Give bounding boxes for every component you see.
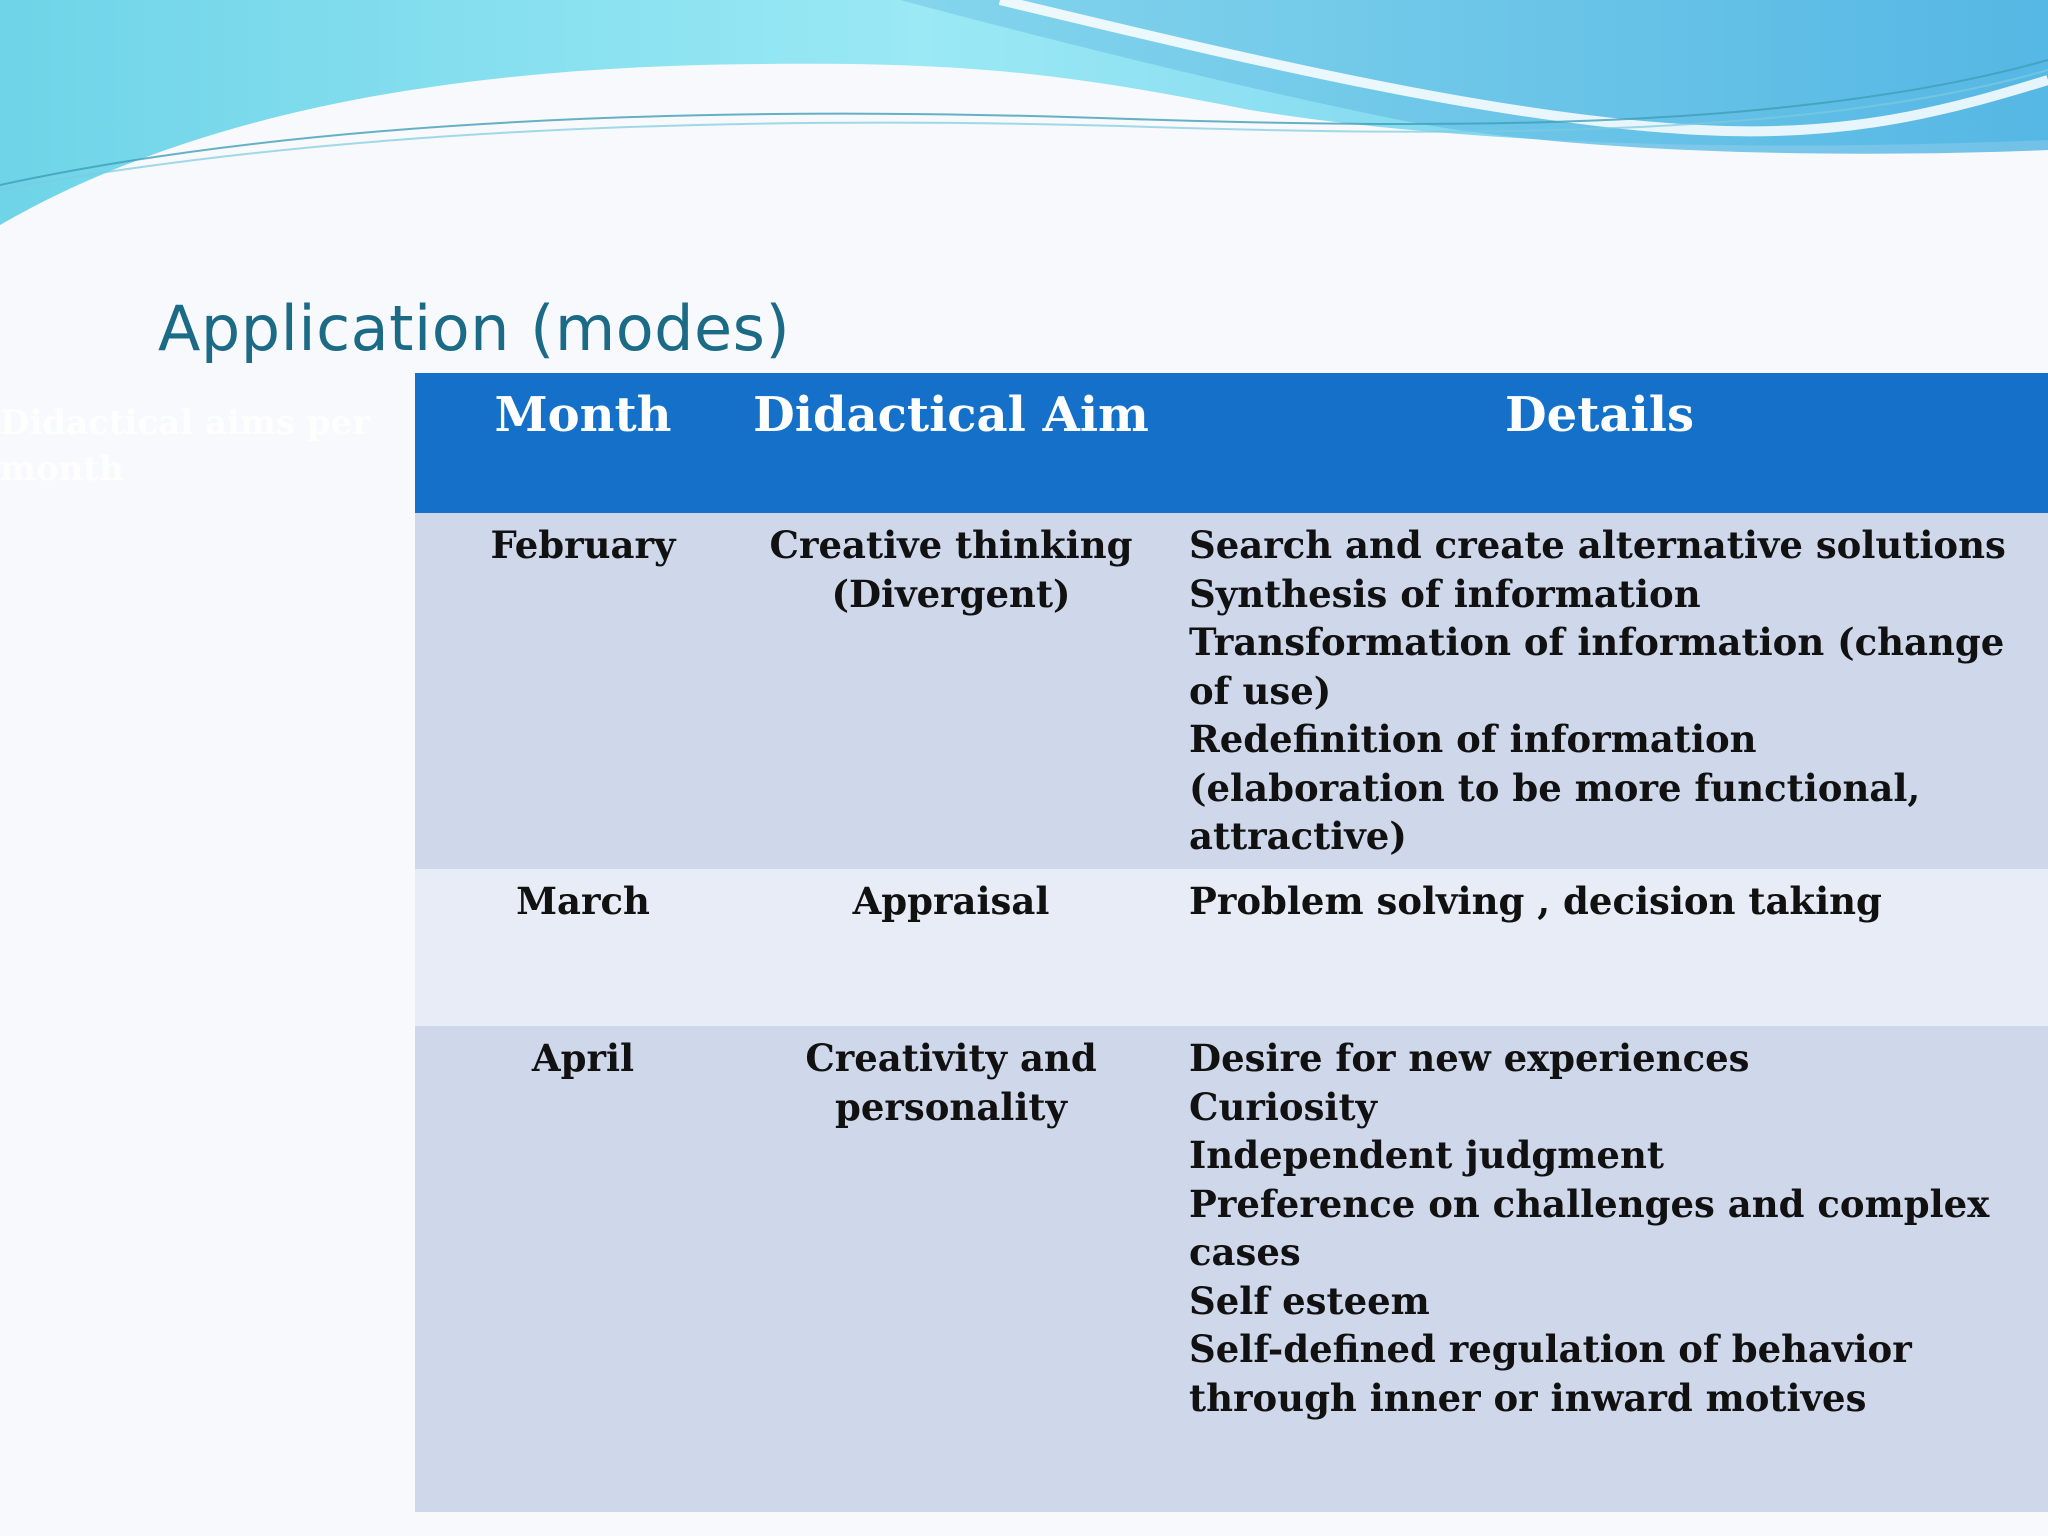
aim-cell: Creative thinking (Divergent) [751, 513, 1151, 869]
aim-line: Appraisal [852, 879, 1050, 923]
aim-line: Creative thinking [769, 523, 1133, 567]
aim-line: Creativity and [805, 1036, 1097, 1080]
header-didactical-aim: Didactical Aim [753, 387, 1149, 443]
aim-line: personality [835, 1084, 1067, 1129]
detail-line: Preference on challenges and complex [1189, 1181, 1990, 1226]
table-row: February Creative thinking (Divergent) S… [415, 513, 2048, 869]
detail-line: cases [1189, 1230, 1301, 1274]
detail-line: Desire for new experiences [1189, 1036, 1750, 1080]
details-cell: Desire for new experiences Curiosity Ind… [1151, 1026, 2048, 1512]
aim-line: (Divergent) [831, 571, 1071, 616]
detail-line: Synthesis of information [1189, 571, 1701, 616]
header-month: Month [494, 387, 672, 443]
detail-line: of use) [1189, 668, 1332, 713]
detail-line: Independent judgment [1189, 1133, 1664, 1177]
detail-line: (elaboration to be more functional, [1189, 765, 1921, 810]
detail-line: Curiosity [1189, 1084, 1378, 1129]
aim-cell: Appraisal [751, 869, 1151, 1026]
details-cell: Search and create alternative solutions … [1151, 513, 2048, 869]
aim-cell: Creativity and personality [751, 1026, 1151, 1512]
table-header: Month Didactical Aim Details [415, 373, 2048, 513]
detail-line: Problem solving , decision taking [1189, 879, 1882, 923]
ghost-line: month [0, 449, 124, 489]
month-cell: February [490, 523, 676, 567]
detail-line: Transformation of information (change [1189, 620, 2005, 664]
detail-line: through inner or inward motives [1189, 1375, 1867, 1420]
detail-line: attractive) [1189, 814, 1407, 858]
aims-table: Month Didactical Aim Details February Cr… [415, 373, 2048, 1512]
month-cell: March [516, 879, 650, 923]
ghost-line: Didactical aims per [0, 403, 371, 443]
details-cell: Problem solving , decision taking [1151, 869, 2048, 1026]
detail-line: Search and create alternative solutions [1189, 523, 2006, 567]
detail-line: Self-defined regulation of behavior [1189, 1327, 1912, 1371]
header-details: Details [1505, 387, 1694, 443]
table-row: March Appraisal Problem solving , decisi… [415, 869, 2048, 1026]
decorative-wave-banner [0, 0, 2048, 225]
detail-line: Redefinition of information [1189, 717, 1757, 761]
slide-title: Application (modes) [158, 292, 791, 365]
detail-line: Self esteem [1189, 1278, 1430, 1323]
table-row: April Creativity and personality Desire … [415, 1026, 2048, 1512]
month-cell: April [531, 1036, 635, 1080]
faded-ghost-text: Didactical aims per month [0, 400, 400, 492]
